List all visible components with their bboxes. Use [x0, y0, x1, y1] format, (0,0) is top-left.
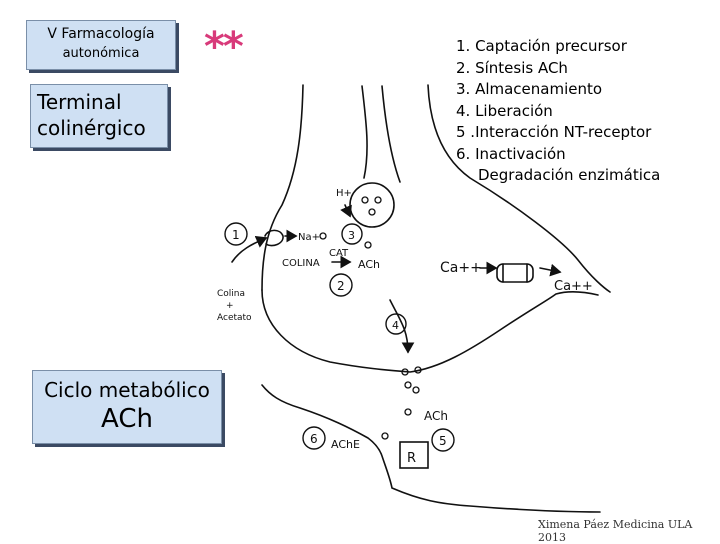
- step-6-detail: Degradación enzimática: [478, 166, 661, 184]
- axon-right-wall: [427, 84, 611, 293]
- label-cat: CAT: [329, 248, 349, 259]
- label-ache: AChE: [331, 438, 360, 451]
- label-n1: 1: [232, 228, 240, 242]
- step-circle-4: [385, 313, 407, 335]
- vesicle: [349, 182, 395, 228]
- step-circle-3: [341, 223, 363, 245]
- step-2: 2. Síntesis ACh: [456, 58, 568, 77]
- credit-text: Ximena Páez Medicina ULA 2013: [538, 518, 693, 544]
- label-colina: COLINA: [282, 258, 320, 269]
- label-n3: 3: [348, 229, 355, 242]
- postsynaptic-membrane: [261, 384, 601, 513]
- terminal-line2: colinérgico: [37, 116, 146, 140]
- title-line2: autonómica: [62, 46, 140, 61]
- stars-mark: **: [204, 24, 244, 70]
- receptor: [399, 441, 429, 469]
- cycle-box: Ciclo metabólico ACh: [32, 370, 222, 444]
- label-n4: 4: [392, 319, 399, 332]
- step-4: 4. Liberación: [456, 101, 553, 120]
- label-ach-synth: ACh: [358, 258, 380, 271]
- terminal-line1: Terminal: [37, 90, 122, 114]
- label-n6: 6: [310, 432, 318, 446]
- step-circle-1: [224, 222, 248, 246]
- step-circle-5: [431, 428, 455, 452]
- label-n2: 2: [337, 279, 345, 293]
- label-na: Na+: [298, 232, 320, 243]
- label-colina-2: +: [226, 301, 234, 311]
- terminal-box: Terminal colinérgico: [30, 84, 168, 148]
- title-line1: V Farmacología: [47, 26, 155, 42]
- label-ach-cleft: ACh: [424, 409, 448, 423]
- step-circle-6: [302, 426, 326, 450]
- label-receptor: R: [407, 451, 416, 466]
- step-3: 3. Almacenamiento: [456, 80, 603, 98]
- label-n5: 5: [439, 434, 447, 448]
- axon-left-wall: [261, 84, 304, 291]
- cycle-line2: ACh: [101, 404, 153, 434]
- step-6: 6. Inactivación: [456, 144, 566, 163]
- label-colina-3: Acetato: [217, 313, 252, 323]
- terminal-outline: [261, 289, 599, 373]
- steps-list: 1. Captación precursor 2. Síntesis ACh 3…: [456, 36, 660, 187]
- label-h-plus: H+: [336, 188, 352, 199]
- cycle-line1: Ciclo metabólico: [44, 378, 210, 402]
- label-ca-out: Ca++: [554, 279, 593, 294]
- step-circle-2: [329, 273, 353, 297]
- title-box: V Farmacología autonómica: [26, 20, 176, 70]
- step-5: 5 .Interacción NT-receptor: [456, 123, 652, 141]
- step-1: 1. Captación precursor: [456, 37, 627, 55]
- label-ca-in: Ca++: [440, 260, 482, 276]
- label-colina-1: Colina: [217, 289, 245, 299]
